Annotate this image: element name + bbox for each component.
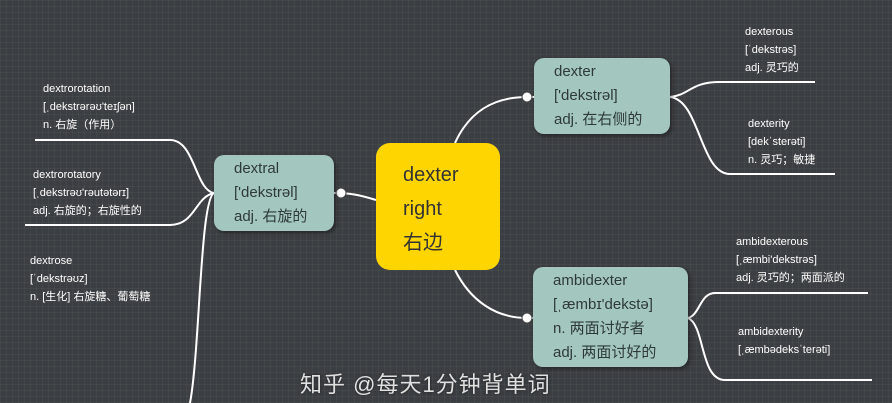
collapse-toggle-dextral[interactable] — [335, 187, 347, 199]
node-text: adj. 两面讨好的 — [553, 344, 657, 361]
node-text: dexter — [403, 164, 459, 186]
connector-dexterity — [669, 96, 835, 175]
node-dextral[interactable]: dextral ['dekstrəl] adj. 右旋的 — [214, 155, 334, 231]
collapse-toggle-dexter[interactable] — [521, 91, 533, 103]
collapse-toggle-ambidexter[interactable] — [521, 312, 533, 324]
central-node[interactable]: dexter right 右边 — [376, 143, 500, 270]
node-dexter[interactable]: dexter ['dekstrəl] adj. 在右侧的 — [534, 58, 670, 134]
node-text: [ˌæmbɪ'dekstə] — [553, 296, 653, 313]
leaf-dexterity[interactable]: dexterity [dekˈsterəti] n. 灵巧；敏捷 — [748, 115, 815, 169]
node-text: right — [403, 198, 442, 220]
leaf-text: n. 右旋（作用） — [43, 119, 122, 131]
connector-dextrose — [189, 192, 215, 403]
connector-dextrorotatory — [25, 192, 215, 226]
watermark: 知乎 @每天1分钟背单词 — [300, 372, 551, 397]
leaf-text: [ˌæmbi'dekstrəs] — [736, 254, 817, 266]
leaf-text: [ˈdekstrəʊz] — [30, 273, 88, 285]
node-text: adj. 在右侧的 — [554, 111, 643, 128]
leaf-text: [ˌdekstrəʊ'rəutətərɪ] — [33, 187, 130, 199]
leaf-text: dexterous — [745, 26, 794, 38]
connector-dexterous — [669, 81, 815, 98]
leaf-text: [ˌæmbədeksˈterəti] — [738, 344, 831, 356]
connector-ambidexterity — [687, 317, 872, 381]
leaf-ambidexterity[interactable]: ambidexterity [ˌæmbədeksˈterəti] — [738, 323, 830, 359]
leaf-text: dextrose — [30, 255, 73, 267]
leaf-text: ambidexterous — [736, 236, 809, 248]
leaf-text: [ˌdekstrərəʊ'teɪʃən] — [43, 101, 135, 113]
node-text: ambidexter — [553, 272, 628, 289]
node-text: dextral — [234, 160, 280, 177]
leaf-text: dexterity — [748, 118, 790, 130]
node-text: ['dekstrəl] — [554, 87, 618, 104]
node-ambidexter[interactable]: ambidexter [ˌæmbɪ'dekstə] n. 两面讨好者 adj. … — [533, 267, 688, 367]
connector-center-ambidexter — [454, 269, 533, 319]
leaf-dextrorotation[interactable]: dextrorotation [ˌdekstrərəʊ'teɪʃən] n. 右… — [43, 80, 135, 134]
connector-ambidexterous — [687, 292, 868, 319]
node-text: ['dekstrəl] — [234, 184, 298, 201]
leaf-text: adj. 灵巧的；两面派的 — [736, 272, 845, 284]
node-text: 右边 — [403, 232, 443, 254]
leaf-dextrose[interactable]: dextrose [ˈdekstrəʊz] n. [生化] 右旋糖、葡萄糖 — [30, 252, 150, 306]
leaf-ambidexterous[interactable]: ambidexterous [ˌæmbi'dekstrəs] adj. 灵巧的；… — [736, 233, 845, 287]
leaf-text: [ˈdekstrəs] — [745, 44, 797, 56]
leaf-text: dextrorotation — [43, 83, 111, 95]
node-text: n. 两面讨好者 — [553, 320, 645, 337]
node-text: adj. 右旋的 — [234, 208, 308, 225]
leaf-dexterous[interactable]: dexterous [ˈdekstrəs] adj. 灵巧的 — [745, 23, 799, 77]
leaf-text: dextrorotatory — [33, 169, 101, 181]
leaf-text: adj. 右旋的；右旋性的 — [33, 205, 142, 217]
leaf-text: adj. 灵巧的 — [745, 62, 799, 74]
connector-center-dexter — [454, 96, 534, 144]
node-text: dexter — [554, 63, 596, 80]
leaf-text: [dekˈsterəti] — [748, 136, 806, 148]
leaf-text: n. 灵巧；敏捷 — [748, 154, 816, 166]
connector-dextrorotation — [35, 139, 215, 194]
leaf-text: n. [生化] 右旋糖、葡萄糖 — [30, 291, 151, 303]
leaf-dextrorotatory[interactable]: dextrorotatory [ˌdekstrəʊ'rəutətərɪ] adj… — [33, 166, 142, 220]
leaf-text: ambidexterity — [738, 326, 804, 338]
